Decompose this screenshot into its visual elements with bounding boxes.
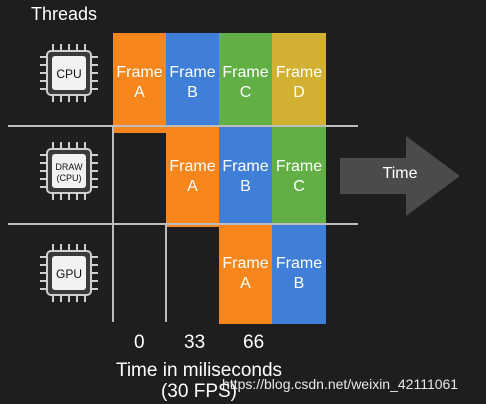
frame-cpu-a: Frame A <box>113 33 166 133</box>
frame-cpu-b: Frame B <box>166 33 219 133</box>
frame-gpu-b: Frame B <box>272 224 326 324</box>
frame-letter: B <box>187 84 198 101</box>
gpu-chip-icon: GPU <box>40 244 98 302</box>
chip-label: CPU <box>56 67 81 81</box>
frame-word: Frame <box>275 64 323 81</box>
tick-label: 0 <box>134 332 145 353</box>
axis-label-line2: (30 FPS) <box>160 381 238 402</box>
frame-word: Frame <box>169 64 216 81</box>
frame-letter: C <box>293 178 305 195</box>
frame-gpu-a: Frame A <box>219 224 272 324</box>
frame-letter: C <box>239 84 252 101</box>
frame-word: Frame <box>275 255 323 272</box>
chip-label: DRAW <box>55 162 83 172</box>
time-arrow-label: Time <box>382 165 418 182</box>
frame-letter: A <box>134 84 145 101</box>
frame-word: Frame <box>222 64 269 81</box>
chip-label: GPU <box>56 267 82 281</box>
cpu-chip-icon: CPU <box>40 44 98 102</box>
frame-letter: B <box>240 178 251 195</box>
chip-label: (CPU) <box>57 173 82 183</box>
watermark: https://blog.csdn.net/weixin_42111061 <box>222 376 459 392</box>
frame-letter: D <box>293 84 305 101</box>
time-gridline <box>112 126 114 322</box>
row-divider <box>8 223 358 225</box>
row-divider <box>8 125 358 127</box>
page-title: Threads <box>31 4 98 24</box>
frame-letter: A <box>240 275 251 292</box>
frame-draw-c: Frame C <box>272 127 326 227</box>
frame-cpu-c: Frame C <box>219 33 272 133</box>
tick-label: 66 <box>243 332 265 353</box>
axis-label: Time in miliseconds (30 FPS) <box>114 360 284 402</box>
frame-draw-b: Frame B <box>219 127 272 227</box>
frame-letter: B <box>293 275 305 292</box>
frame-word: Frame <box>222 158 269 175</box>
time-arrow-icon <box>340 136 460 216</box>
frame-word: Frame <box>116 64 163 81</box>
frame-cpu-d: Frame D <box>272 33 326 133</box>
frame-letter: A <box>187 178 198 195</box>
axis-label-line1: Time in miliseconds <box>115 360 283 381</box>
frame-draw-a: Frame A <box>166 127 219 227</box>
frame-word: Frame <box>222 255 269 272</box>
tick-label: 33 <box>184 332 206 353</box>
frame-word: Frame <box>275 158 323 175</box>
draw-cpu-chip-icon: DRAW (CPU) <box>40 142 98 200</box>
time-gridline <box>165 224 167 322</box>
frame-word: Frame <box>169 158 216 175</box>
